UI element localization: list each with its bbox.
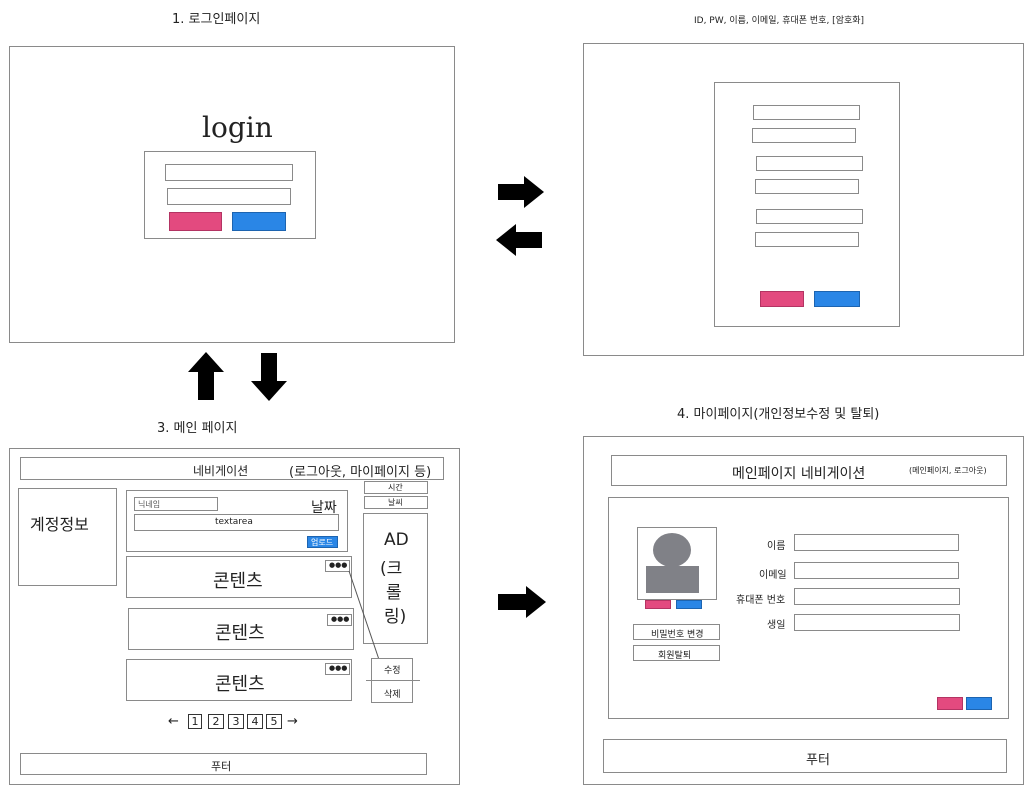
signup-cancel-button-blue[interactable]: [814, 291, 860, 307]
login-form: [144, 151, 316, 239]
profile-panel: 비밀번호 변경 회원탈퇴 이름 이메일 휴대폰 번호 생일: [608, 497, 1009, 719]
arrow-right-icon: [498, 176, 544, 208]
login-page-frame: login: [9, 46, 455, 343]
content-card-1[interactable]: 콘텐츠 ●●●: [126, 556, 352, 598]
content-card-3[interactable]: 콘텐츠 ●●●: [126, 659, 352, 701]
arrow-right-2-icon: [498, 586, 546, 618]
page-button-2[interactable]: 2: [208, 714, 224, 729]
mypage-footer-label: 푸터: [806, 753, 830, 768]
phone-input[interactable]: [794, 588, 960, 605]
ad-line-4: 링): [384, 607, 407, 627]
upload-button[interactable]: 업로드: [307, 536, 338, 548]
cancel-button-blue[interactable]: [966, 697, 992, 710]
more-icon: ●●●: [331, 615, 350, 623]
textarea-label: textarea: [215, 517, 253, 527]
main-footer: 푸터: [20, 753, 427, 775]
mypage-nav-bar[interactable]: 메인페이지 네비게이션 (메인페이지, 로그아웃): [611, 455, 1007, 486]
main-page-frame: 네비게이션 (로그아웃, 마이페이지 등) 계정정보 닉네임 날짜 textar…: [9, 448, 460, 785]
avatar-icon: [646, 533, 699, 593]
ad-box[interactable]: AD (크 롤 링): [363, 513, 428, 644]
page-button-4[interactable]: 4: [247, 714, 263, 729]
page-button-5[interactable]: 5: [266, 714, 282, 729]
pagination-prev-icon[interactable]: ←: [168, 714, 179, 729]
birthday-label: 생일: [767, 620, 786, 631]
nickname-field[interactable]: 닉네임: [134, 497, 218, 511]
change-password-label: 비밀번호 변경: [651, 630, 704, 640]
email-label: 이메일: [759, 570, 787, 581]
arrow-left-icon: [496, 224, 542, 256]
main-section-title: 3. 메인 페이지: [157, 421, 238, 436]
main-nav-label: 네비게이션: [193, 464, 249, 478]
signup-page-frame: [583, 43, 1024, 356]
mypage-section-title: 4. 마이페이지(개인정보수정 및 탈퇴): [677, 407, 880, 422]
withdraw-label: 회원탈퇴: [658, 651, 692, 661]
upload-label: 업로드: [311, 538, 334, 547]
signup-password-input[interactable]: [752, 128, 856, 143]
avatar-box: [637, 527, 717, 600]
ad-line-3: 롤: [386, 583, 402, 603]
main-nav-bar[interactable]: 네비게이션 (로그아웃, 마이페이지 등): [20, 457, 444, 480]
mypage-frame: 메인페이지 네비게이션 (메인페이지, 로그아웃) 비밀번호 변경 회원탈퇴 이…: [583, 436, 1024, 785]
signup-submit-button-pink[interactable]: [760, 291, 804, 307]
nickname-label: 닉네임: [138, 500, 161, 509]
signup-section-title: ID, PW, 이름, 이메일, 휴대폰 번호, [암호화]: [694, 16, 865, 26]
main-footer-label: 푸터: [211, 760, 232, 773]
signup-name-input[interactable]: [756, 156, 863, 171]
login-password-input[interactable]: [167, 188, 291, 205]
signup-encrypt-input[interactable]: [755, 232, 859, 247]
account-info-label: 계정정보: [30, 515, 89, 534]
login-id-input[interactable]: [165, 164, 293, 181]
signup-form: [714, 82, 900, 327]
date-label: 날짜: [311, 500, 337, 516]
page-button-3[interactable]: 3: [228, 714, 244, 729]
textarea-input[interactable]: textarea: [134, 514, 339, 531]
content-label-1: 콘텐츠: [213, 571, 263, 592]
page-button-1[interactable]: 1: [188, 714, 202, 729]
delete-menu-item[interactable]: 삭제: [384, 690, 401, 700]
name-label: 이름: [767, 541, 786, 552]
login-button-pink[interactable]: [169, 212, 222, 231]
arrow-up-icon: [188, 352, 224, 400]
account-info-box: 계정정보: [18, 488, 117, 586]
context-menu: 수정 삭제: [366, 658, 420, 703]
signup-button-blue[interactable]: [232, 212, 286, 231]
main-nav-note: (로그아웃, 마이페이지 등): [289, 465, 432, 480]
content-label-3: 콘텐츠: [215, 674, 265, 695]
mypage-nav-label: 메인페이지 네비게이션: [732, 466, 866, 482]
arrow-down-icon: [251, 353, 287, 401]
signup-email-input[interactable]: [755, 179, 859, 194]
weather-box: 날씨: [364, 496, 428, 509]
post-editor: 닉네임 날짜 textarea 업로드: [126, 490, 348, 552]
more-button-1[interactable]: ●●●: [325, 560, 350, 572]
menu-divider: [366, 680, 420, 681]
login-heading: login: [202, 111, 273, 144]
phone-label: 휴대폰 번호: [736, 595, 786, 606]
save-button-pink[interactable]: [937, 697, 963, 710]
more-icon: ●●●: [329, 561, 348, 569]
pagination-next-icon[interactable]: →: [287, 714, 298, 729]
mypage-nav-note: (메인페이지, 로그아웃): [909, 466, 987, 475]
more-button-3[interactable]: ●●●: [325, 663, 350, 675]
signup-phone-input[interactable]: [756, 209, 863, 224]
more-icon: ●●●: [329, 664, 348, 672]
signup-id-input[interactable]: [753, 105, 860, 120]
name-input[interactable]: [794, 534, 959, 551]
change-password-button[interactable]: 비밀번호 변경: [633, 624, 720, 640]
ad-line-1: AD: [384, 530, 409, 550]
ad-line-2: (크: [380, 559, 403, 579]
edit-menu-item[interactable]: 수정: [384, 666, 401, 676]
mypage-footer: 푸터: [603, 739, 1007, 773]
login-section-title: 1. 로그인페이지: [172, 12, 261, 27]
more-button-2[interactable]: ●●●: [327, 614, 352, 626]
email-input[interactable]: [794, 562, 959, 579]
time-box: 시간: [364, 481, 428, 494]
content-label-2: 콘텐츠: [215, 623, 265, 644]
photo-upload-button-pink[interactable]: [645, 600, 671, 609]
content-card-2[interactable]: 콘텐츠 ●●●: [128, 608, 354, 650]
time-label: 시간: [388, 483, 403, 492]
withdraw-button[interactable]: 회원탈퇴: [633, 645, 720, 661]
weather-label: 날씨: [388, 498, 403, 507]
photo-delete-button-blue[interactable]: [676, 600, 702, 609]
birthday-input[interactable]: [794, 614, 960, 631]
